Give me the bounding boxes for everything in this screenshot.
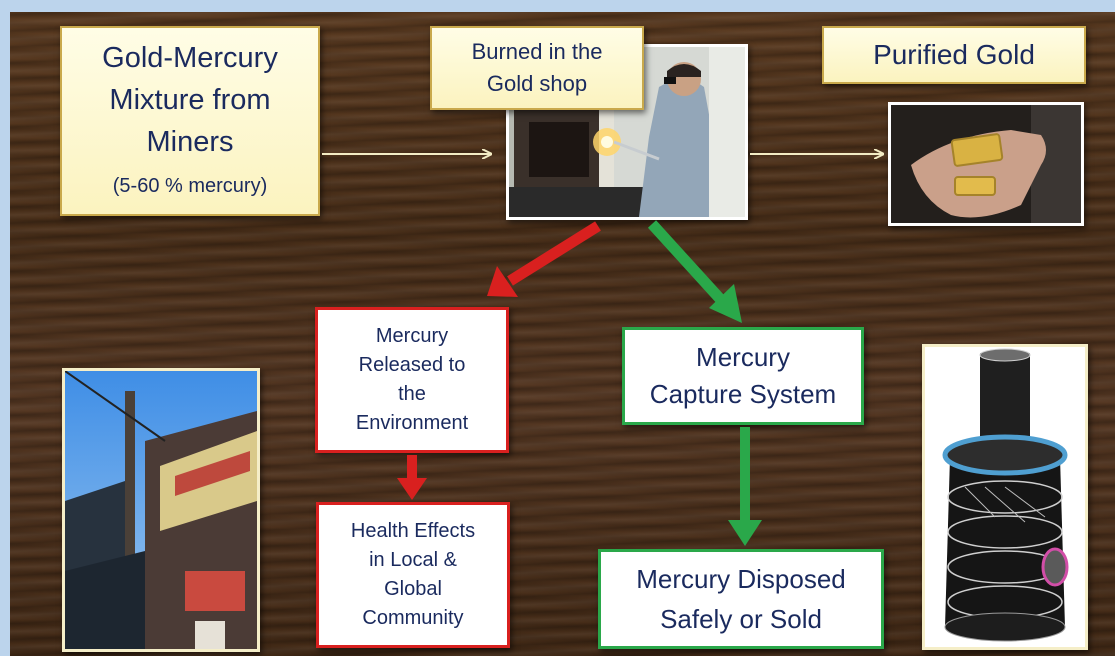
released-line-1: Mercury bbox=[375, 325, 449, 347]
health-line-1: Health Effects bbox=[350, 520, 476, 542]
burned-line-2: Gold shop bbox=[486, 71, 588, 96]
source-box: Gold-Mercury Mixture from Miners (5-60 %… bbox=[60, 26, 320, 216]
arrow-capture-to-disposed bbox=[728, 427, 762, 546]
disposed-line-1: Mercury Disposed bbox=[636, 564, 846, 594]
storefront-photo bbox=[62, 368, 260, 652]
released-box: Mercury Released to the Environment bbox=[315, 307, 509, 453]
released-line-2: Released to bbox=[358, 354, 466, 376]
arrow-released-to-health bbox=[397, 455, 427, 500]
purified-label: Purified Gold bbox=[873, 39, 1035, 70]
health-line-3: Global bbox=[384, 578, 442, 600]
source-note: (5-60 % mercury) bbox=[112, 175, 268, 197]
gold-bars-photo bbox=[888, 102, 1084, 226]
purified-box: Purified Gold bbox=[822, 26, 1086, 84]
disposed-line-2: Safely or Sold bbox=[660, 604, 822, 634]
capture-line-2: Capture System bbox=[649, 379, 837, 409]
health-line-2: in Local & bbox=[369, 549, 457, 571]
health-line-4: Community bbox=[362, 607, 464, 629]
capture-device-photo bbox=[922, 344, 1088, 650]
arrow-shop-to-released bbox=[487, 221, 601, 297]
source-line-1: Gold-Mercury bbox=[102, 42, 278, 74]
source-line-2: Mixture from bbox=[109, 84, 271, 116]
source-line-3: Miners bbox=[146, 126, 234, 158]
burned-line-1: Burned in the bbox=[471, 39, 603, 64]
health-box: Health Effects in Local & Global Communi… bbox=[316, 502, 510, 648]
arrow-shop-to-capture bbox=[647, 220, 742, 323]
burned-box: Burned in the Gold shop bbox=[430, 26, 644, 110]
capture-box: Mercury Capture System bbox=[622, 327, 864, 425]
storefront-illustration bbox=[65, 371, 257, 649]
disposed-box: Mercury Disposed Safely or Sold bbox=[598, 549, 884, 649]
capture-device-illustration bbox=[925, 347, 1085, 647]
gold-bars-illustration bbox=[891, 105, 1081, 223]
capture-line-1: Mercury bbox=[696, 342, 790, 372]
released-line-4: Environment bbox=[355, 412, 469, 434]
released-line-3: the bbox=[398, 383, 426, 405]
